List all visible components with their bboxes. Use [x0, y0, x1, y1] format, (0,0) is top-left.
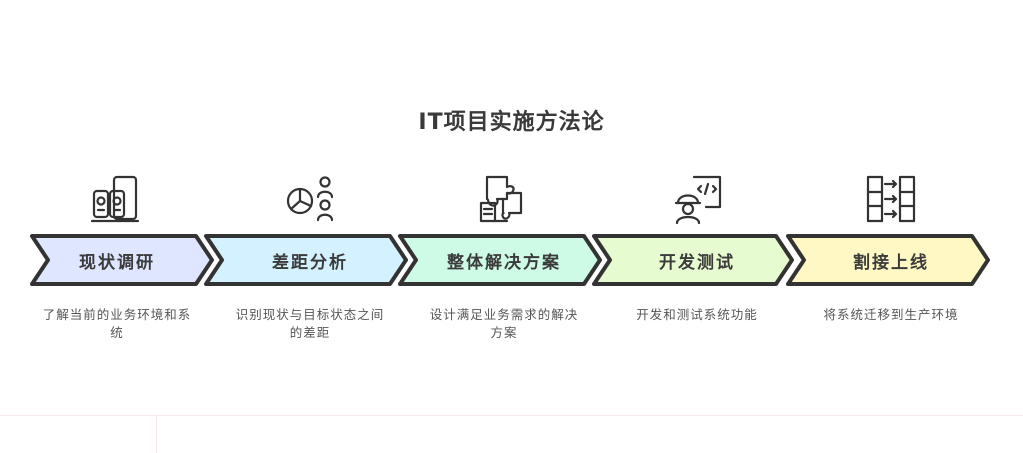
- migration-columns-icon: [864, 173, 920, 227]
- step-arrow-4: [592, 234, 794, 286]
- step-description-4: 开发和测试系统功能: [636, 307, 758, 322]
- step-arrow-5: [786, 234, 990, 286]
- step-label-3: 整体解决方案: [447, 253, 561, 273]
- analysis-people-icon: [283, 173, 339, 227]
- step-label-1: 现状调研: [79, 253, 155, 273]
- step-label-5: 割接上线: [853, 253, 929, 273]
- developer-code-icon: [672, 173, 728, 227]
- step-description-3: 设计满足业务需求的解决方案: [429, 307, 579, 340]
- devices-icon: [88, 173, 144, 227]
- diagram-title: IT项目实施方法论: [418, 110, 605, 135]
- step-description-1: 了解当前的业务环境和系统: [42, 307, 192, 340]
- step-label-2: 差距分析: [272, 253, 348, 273]
- background-divider: [156, 415, 157, 453]
- background-divider: [0, 415, 1023, 416]
- step-arrow-2: [204, 234, 408, 286]
- step-arrow-1: [30, 234, 214, 286]
- step-description-2: 识别现状与目标状态之间的差距: [235, 307, 385, 340]
- step-description-5: 将系统迁移到生产环境: [823, 307, 959, 322]
- process-arrows: [30, 234, 990, 286]
- step-arrow-3: [398, 234, 602, 286]
- step-label-4: 开发测试: [659, 253, 735, 273]
- puzzle-document-icon: [477, 173, 533, 227]
